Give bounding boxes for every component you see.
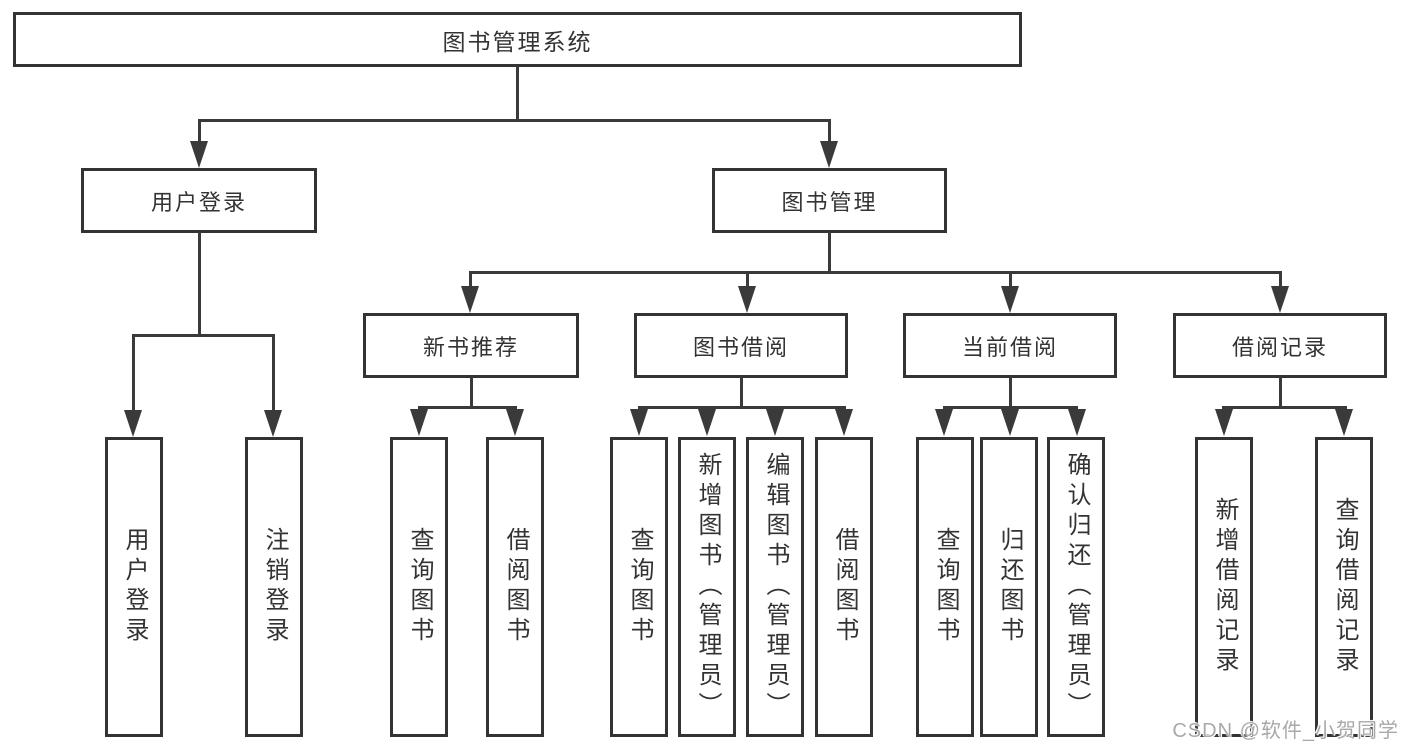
leaf-add-book-admin-label: 新增图书（管理员）	[694, 452, 721, 722]
leaf-user-login: 用户登录	[105, 437, 163, 737]
leaf-return-books: 归还图书	[980, 437, 1038, 737]
leaf-return-books-label: 归还图书	[996, 527, 1023, 647]
leaf-edit-book-admin-label: 编辑图书（管理员）	[762, 452, 789, 722]
leaf-add-borrow-record: 新增借阅记录	[1195, 437, 1253, 737]
connector-line	[516, 66, 519, 121]
arrow-down-icon	[820, 141, 838, 168]
connector-line	[1279, 377, 1282, 408]
node-borrowing-records: 借阅记录	[1173, 313, 1387, 378]
arrow-down-icon	[410, 409, 428, 436]
leaf-add-borrow-record-label: 新增借阅记录	[1211, 497, 1238, 677]
connector-line	[638, 406, 846, 409]
node-library-system-label: 图书管理系统	[442, 28, 593, 55]
leaf-borrow-books-recommend-label: 借阅图书	[502, 527, 529, 647]
leaf-query-books-borrowing-label: 查询图书	[626, 527, 653, 647]
connector-line	[418, 406, 517, 409]
watermark: CSDN @软件_小贺同学	[1172, 720, 1399, 742]
connector-line	[198, 232, 201, 337]
arrow-down-icon	[1335, 409, 1353, 436]
arrow-down-icon	[835, 409, 853, 436]
arrow-down-icon	[190, 141, 208, 168]
arrow-down-icon	[935, 409, 953, 436]
node-user-login-label: 用户登录	[150, 189, 247, 215]
connector-line	[198, 119, 831, 122]
leaf-query-borrow-record-label: 查询借阅记录	[1331, 497, 1358, 677]
leaf-query-books-borrowing: 查询图书	[610, 437, 668, 737]
arrow-down-icon	[630, 409, 648, 436]
arrow-down-icon	[698, 409, 716, 436]
arrow-down-icon	[1271, 286, 1289, 313]
node-book-management-label: 图书管理	[781, 189, 878, 215]
leaf-query-books-current: 查询图书	[916, 437, 974, 737]
connector-line	[470, 377, 473, 408]
node-user-login: 用户登录	[81, 168, 317, 233]
leaf-edit-book-admin: 编辑图书（管理员）	[746, 437, 804, 737]
connector-line	[746, 271, 749, 288]
node-current-borrowing: 当前借阅	[903, 313, 1117, 378]
node-current-borrowing-label: 当前借阅	[961, 334, 1058, 360]
leaf-query-books-recommend: 查询图书	[390, 437, 448, 737]
connector-line	[132, 334, 275, 337]
leaf-user-login-label: 用户登录	[121, 527, 148, 647]
node-book-borrowing-label: 图书借阅	[692, 334, 789, 360]
leaf-logout-label: 注销登录	[261, 527, 288, 647]
leaf-borrow-books-borrowing: 借阅图书	[815, 437, 873, 737]
connector-line	[828, 232, 831, 274]
connector-line	[740, 377, 743, 408]
arrow-down-icon	[264, 410, 282, 437]
connector-line	[469, 271, 472, 288]
connector-line	[1009, 377, 1012, 408]
arrow-down-icon	[124, 410, 142, 437]
connector-line	[943, 406, 1078, 409]
node-new-book-recommendation-label: 新书推荐	[422, 334, 519, 360]
arrow-down-icon	[1215, 409, 1233, 436]
arrow-down-icon	[461, 286, 479, 313]
leaf-confirm-return-admin: 确认归还（管理员）	[1047, 437, 1105, 737]
connector-line	[1222, 406, 1347, 409]
leaf-query-books-recommend-label: 查询图书	[406, 527, 433, 647]
leaf-confirm-return-admin-label: 确认归还（管理员）	[1063, 452, 1090, 722]
arrow-down-icon	[1001, 409, 1019, 436]
leaf-add-book-admin: 新增图书（管理员）	[678, 437, 736, 737]
arrow-down-icon	[506, 409, 524, 436]
connector-line	[1279, 271, 1282, 288]
arrow-down-icon	[738, 286, 756, 313]
connector-line	[272, 334, 275, 412]
node-new-book-recommendation: 新书推荐	[363, 313, 579, 378]
node-library-system: 图书管理系统	[13, 12, 1022, 67]
leaf-logout: 注销登录	[245, 437, 303, 737]
connector-line	[1009, 271, 1012, 288]
arrow-down-icon	[1001, 286, 1019, 313]
arrow-down-icon	[1068, 409, 1086, 436]
node-book-management: 图书管理	[712, 168, 947, 233]
arrow-down-icon	[766, 409, 784, 436]
connector-line	[469, 271, 1282, 274]
leaf-query-borrow-record: 查询借阅记录	[1315, 437, 1373, 737]
connector-line	[132, 334, 135, 412]
leaf-query-books-current-label: 查询图书	[932, 527, 959, 647]
leaf-borrow-books-recommend: 借阅图书	[486, 437, 544, 737]
node-book-borrowing: 图书借阅	[634, 313, 848, 378]
connector-line	[828, 119, 831, 143]
leaf-borrow-books-borrowing-label: 借阅图书	[831, 527, 858, 647]
connector-line	[198, 119, 201, 143]
node-borrowing-records-label: 借阅记录	[1231, 334, 1328, 360]
